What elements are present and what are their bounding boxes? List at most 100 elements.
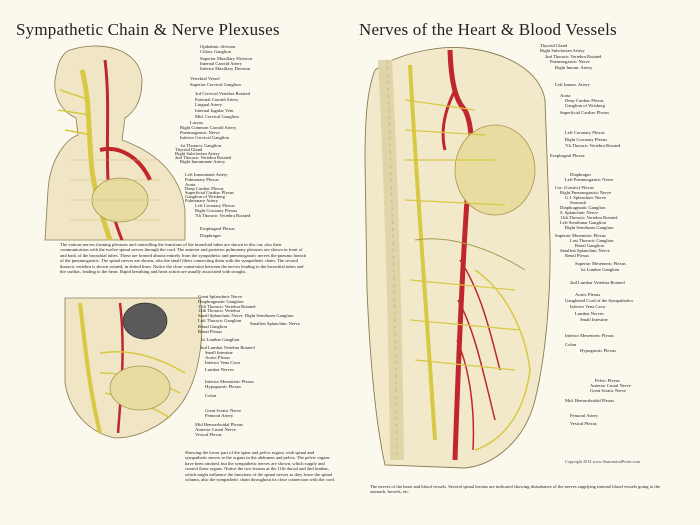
label: Inferior Maxillary Division bbox=[200, 66, 251, 71]
label: Mid. Cervical Ganglion bbox=[195, 114, 239, 119]
label: Inferior Mesenteric Plexus bbox=[565, 333, 614, 338]
label: Mid. Hemorrhoidal Plexus bbox=[565, 398, 615, 403]
label: Gangliated Cord of the Sympathetics bbox=[565, 298, 634, 303]
label: Thyroid Gland bbox=[540, 43, 568, 48]
label: 2nd Thoracic Vertebra Rotated bbox=[175, 155, 232, 160]
panel-c-description: The nerves of the heart and blood vessel… bbox=[370, 484, 660, 495]
panel-b-description: Showing the lower part of the spine and … bbox=[185, 450, 335, 483]
label: Left Semilunar Ganglion bbox=[560, 220, 606, 225]
label: Small Splanchnic Nerve bbox=[198, 313, 243, 318]
label: Diaphragm bbox=[570, 172, 591, 177]
label: Pneumogastric Nerve bbox=[550, 59, 590, 64]
label: Pneumogastric Nerve bbox=[180, 130, 220, 135]
label: Mid Hemorrhoidal Plexus bbox=[195, 422, 243, 427]
label: Left Thoracic Ganglion bbox=[198, 318, 242, 323]
label: 2nd Lumbar Vertebra Rotated bbox=[570, 280, 625, 285]
label: Left Innom. Artery bbox=[555, 82, 590, 87]
label: Superior Mesenteric Plexus bbox=[575, 261, 626, 266]
label: Pulmonary Artery bbox=[185, 198, 219, 203]
panel-torso: Thyroid Gland Right Subclavian Artery 2n… bbox=[355, 40, 695, 470]
label: 7th Thoracic Vertebra Rotated bbox=[565, 143, 621, 148]
label: Pulmonary Plexus bbox=[185, 177, 219, 182]
label: Renal Plexus bbox=[198, 329, 223, 334]
label: Small Intestine bbox=[205, 350, 233, 355]
label: Lumbar Nerves bbox=[575, 311, 604, 316]
label: 1st Lumbar Ganglion bbox=[580, 267, 620, 272]
label: Superficial Cardiac Plexus bbox=[560, 110, 609, 115]
label: Right Innominate Artery bbox=[180, 159, 226, 164]
label: Internal Jugular Vein bbox=[195, 108, 234, 113]
label: Great Sciatic Nerve bbox=[590, 388, 627, 393]
copyright: Copyright 2014 www.AnatomicalPrints.com bbox=[565, 459, 640, 464]
label: Colon bbox=[205, 393, 217, 398]
label: Right Pneumogastric Nerve bbox=[560, 190, 612, 195]
label: Diaphragm bbox=[200, 233, 221, 238]
panel-abdomen-pelvis: Great Splanchnic Nerve Diaphragmatic Gan… bbox=[60, 293, 330, 443]
panel-a-description: The various nerves forming plexuses and … bbox=[60, 242, 307, 275]
label: Small Intestine bbox=[580, 317, 608, 322]
label: Diaphragmatic Ganglion bbox=[198, 299, 244, 304]
label: Ciliary Ganglion bbox=[200, 49, 232, 54]
label: S. Splanchnic Nerve bbox=[560, 210, 598, 215]
head-thorax-illustration bbox=[44, 45, 186, 241]
label: Renal Ganglion bbox=[198, 324, 227, 329]
label: Thyroid Gland bbox=[175, 147, 203, 152]
label: Opthalmic division bbox=[200, 44, 236, 49]
label: Colon bbox=[565, 342, 577, 347]
label: Right Common Carotid Artery bbox=[180, 125, 237, 130]
torso-illustration bbox=[364, 47, 551, 469]
label: Renal Plexus bbox=[565, 253, 590, 258]
label: Larynx bbox=[190, 120, 204, 125]
label: Aorta bbox=[185, 182, 196, 187]
label: 11th Thoracic Vertebra Rotated bbox=[560, 215, 618, 220]
label: Vertebral Vessel bbox=[190, 76, 220, 81]
label: 11th Thoracic Vertebra Rotated bbox=[198, 304, 256, 309]
label: Aorta bbox=[560, 93, 571, 98]
label: Left Coronary Plexus bbox=[195, 203, 235, 208]
label: Superior Mesenteric Plexus bbox=[555, 233, 606, 238]
label: Pelvic Plexus bbox=[595, 378, 620, 383]
label: G.I. Splanchnic Nerve bbox=[565, 195, 607, 200]
label: Last Thoracic Ganglion bbox=[570, 238, 614, 243]
label: Esophageal Plexus bbox=[200, 226, 235, 231]
label: Hypogastric Plexus bbox=[580, 348, 616, 353]
left-title: Sympathetic Chain & Nerve Plexuses bbox=[16, 20, 280, 39]
label: Lingual Artery bbox=[195, 102, 223, 107]
panel-head-thorax: Opthalmic division Ciliary Ganglion Supe… bbox=[30, 40, 330, 241]
label: Smallest Splanchnic Nerve bbox=[560, 248, 610, 253]
label: Inferior Vena Cava bbox=[570, 304, 605, 309]
label: Vesical Plexus bbox=[195, 432, 222, 437]
label: Femoral Artery bbox=[570, 413, 599, 418]
label: Anterior Crural Nerve bbox=[590, 383, 631, 388]
label: Lumbar Nerves bbox=[205, 367, 234, 372]
label: Diaphragmatic Ganglion bbox=[560, 205, 606, 210]
label: 2nd Lumbar Vertebra Rotated bbox=[200, 345, 255, 350]
label: Right Coronary Plexus bbox=[195, 208, 238, 213]
label: Superior Cervical Ganglion bbox=[190, 82, 241, 87]
label: Cor. (Gastric) Plexus bbox=[555, 185, 594, 190]
label: Anterior Crural Nerve bbox=[195, 427, 236, 432]
label: Right Subclavian Artery bbox=[540, 48, 585, 53]
label: Left Coronary Plexus bbox=[565, 130, 605, 135]
right-title: Nerves of the Heart & Blood Vessels bbox=[359, 20, 617, 39]
label: Vesical Plexus bbox=[570, 421, 597, 426]
label: Great Sciatic Nerve bbox=[205, 408, 242, 413]
label: 2nd Thoracic Vertebra Rotated bbox=[545, 54, 602, 59]
label: Superficial Cardiac Plexus bbox=[185, 190, 234, 195]
label: Left Pneumogastric Nerve bbox=[565, 177, 614, 182]
label: Deep Cardiac Plexus bbox=[565, 98, 604, 103]
label: Deep Cardiac Plexus bbox=[185, 186, 224, 191]
label: Inferior Mesenteric Plexus bbox=[205, 379, 254, 384]
label: Inferior Vena Cava bbox=[205, 360, 240, 365]
label: 3rd Cervical Vertebra Rotated bbox=[195, 91, 250, 96]
label: Aortic Plexus bbox=[575, 292, 601, 297]
label: Renal Ganglion bbox=[575, 243, 604, 248]
label: Smallest Splanchnic Nerve bbox=[250, 321, 300, 326]
label: Internal Carotid Artery bbox=[200, 61, 243, 66]
label: Aortic Plexus bbox=[205, 355, 231, 360]
label: 1st Lumbar Ganglion bbox=[200, 337, 240, 342]
label: Superior Maxillary Division bbox=[200, 56, 253, 61]
label: Inferior Cervical Ganglion bbox=[180, 135, 229, 140]
label: Right Innom. Artery bbox=[555, 65, 593, 70]
label: Ganglion of Wrisberg bbox=[185, 194, 225, 199]
